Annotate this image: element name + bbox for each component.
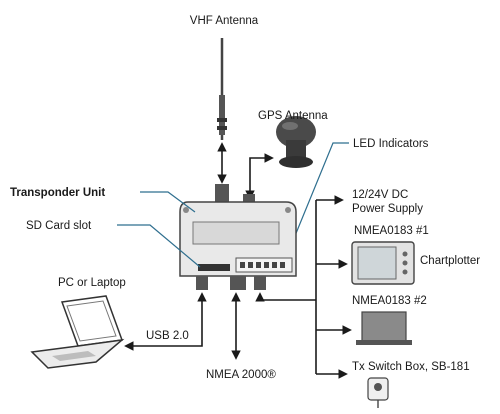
tx-switch-box-icon [367, 377, 389, 408]
nmea-display-icon [356, 311, 412, 345]
sd-card-label: SD Card slot [26, 220, 92, 232]
gps-antenna-icon [276, 116, 316, 168]
sd-card-leader-line [117, 224, 201, 268]
chartplotter-icon [351, 241, 415, 285]
power-supply-line1: 12/24V DC [352, 189, 408, 201]
power-supply-line2: Power Supply [352, 203, 423, 215]
gps-connection-arrow [245, 153, 274, 200]
vhf-antenna-label: VHF Antenna [190, 15, 259, 27]
led-indicators-label: LED Indicators [353, 138, 429, 150]
transponder-leader-line [140, 191, 196, 213]
nmea0183-1-label: NMEA0183 #1 [354, 225, 429, 237]
usb-label: USB 2.0 [146, 330, 189, 342]
pc-laptop-label: PC or Laptop [58, 277, 126, 289]
unit-to-bus-line [255, 292, 316, 302]
gps-antenna-label: GPS Antenna [258, 110, 328, 122]
laptop-icon [30, 295, 125, 369]
transponder-unit-label: Transponder Unit [10, 187, 105, 199]
vhf-antenna-icon [217, 38, 227, 140]
nmea0183-2-label: NMEA0183 #2 [352, 295, 427, 307]
chartplotter-label: Chartplotter [420, 255, 480, 267]
nmea2000-label: NMEA 2000® [206, 369, 276, 381]
led-leader-line [289, 142, 349, 249]
tx-switch-label: Tx Switch Box, SB-181 [352, 361, 470, 373]
usb-connection-arrow [124, 292, 207, 351]
transponder-unit-icon [179, 184, 297, 290]
